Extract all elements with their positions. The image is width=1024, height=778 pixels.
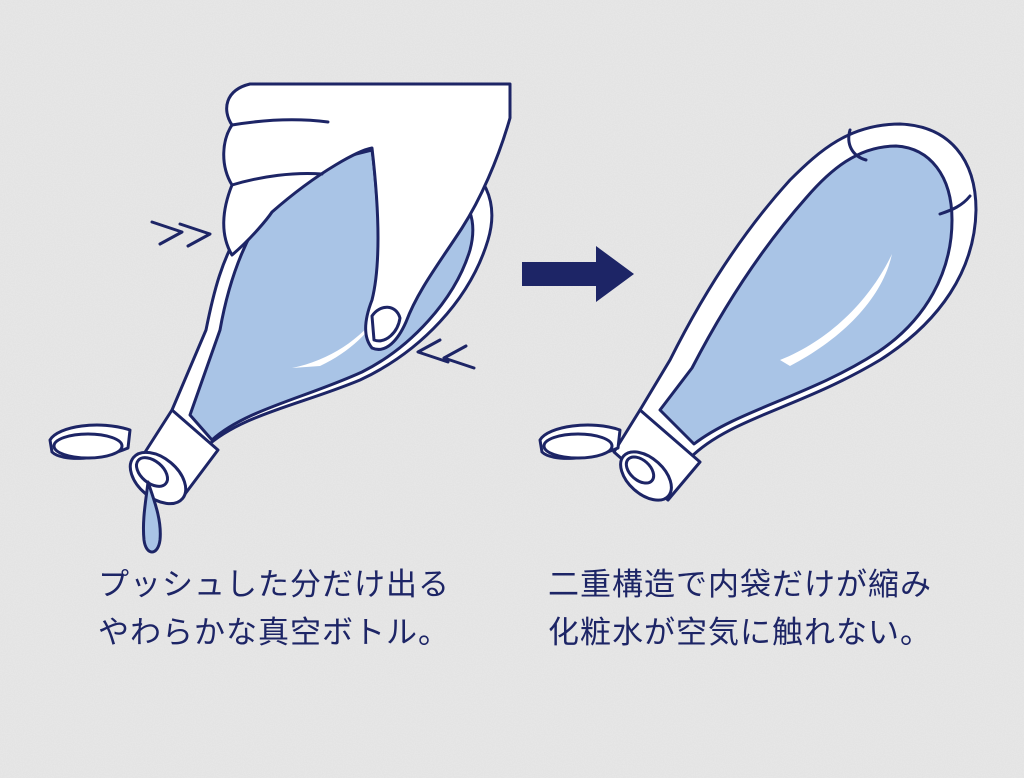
squeeze-arrow-bottom-icon bbox=[416, 338, 476, 370]
right-caption-line-2: 化粧水が空気に触れない。 bbox=[548, 615, 932, 651]
shell-contour bbox=[847, 128, 868, 162]
liquid-highlight bbox=[292, 310, 382, 368]
bottle-neck bbox=[612, 408, 702, 502]
left-caption-line-2: やわらかな真空ボトル。 bbox=[98, 615, 450, 651]
right-arrow-icon bbox=[522, 246, 634, 302]
flip-cap-rim bbox=[542, 432, 614, 460]
inner-bag-liquid bbox=[658, 144, 954, 446]
double-structure-bottle-illustration bbox=[538, 122, 978, 502]
thumbnail bbox=[370, 305, 402, 343]
left-caption-line-1: プッシュした分だけ出る bbox=[98, 567, 450, 603]
finger-line-2 bbox=[230, 172, 324, 187]
finger-line-1 bbox=[230, 118, 330, 127]
shell-contour bbox=[938, 194, 972, 216]
squeezing-hand bbox=[222, 82, 512, 351]
nozzle-inner bbox=[624, 455, 656, 485]
right-caption: 二重構造で内袋だけが縮み 化粧水が空気に触れない。 bbox=[548, 561, 932, 657]
left-caption: プッシュした分だけ出る やわらかな真空ボトル。 bbox=[98, 561, 450, 657]
liquid-drop bbox=[142, 480, 162, 554]
squeeze-arrow-top-icon bbox=[150, 220, 212, 248]
squeezed-bottle-illustration bbox=[48, 82, 512, 554]
right-caption-line-1: 二重構造で内袋だけが縮み bbox=[548, 567, 932, 603]
flip-cap-rim bbox=[52, 432, 124, 460]
nozzle-inner bbox=[135, 456, 169, 488]
